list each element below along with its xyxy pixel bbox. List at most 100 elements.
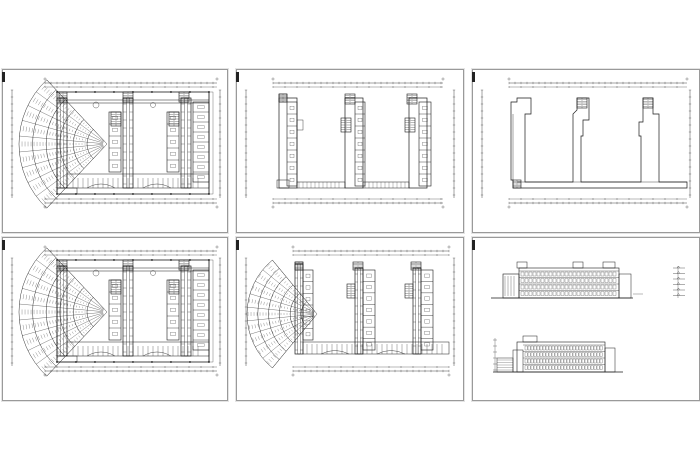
drawing-line: [296, 326, 298, 328]
fountain: [150, 270, 156, 276]
drawing-rect: [593, 352, 597, 357]
drawing-line: [43, 196, 48, 201]
drawing-rect: [126, 97, 130, 189]
drawing-line: [48, 176, 51, 181]
drawing-rect: [536, 284, 541, 290]
drawing-line: [52, 132, 54, 136]
drawing-line: [43, 298, 45, 303]
drawing-line: [78, 118, 81, 121]
drawing-rect: [539, 358, 543, 364]
drawing-line: [247, 314, 314, 321]
drawing-line: [52, 330, 54, 335]
drawing-rect: [536, 271, 541, 277]
drawing-rect: [554, 358, 558, 364]
drawing-line: [40, 117, 43, 122]
drawing-line: [258, 274, 261, 278]
drawing-rect: [424, 285, 430, 289]
drawing-rect: [516, 261, 528, 269]
drawing-line: [60, 270, 63, 273]
drawing-rect: [604, 347, 616, 373]
drawing-line: [281, 279, 285, 282]
drawing-rect: [357, 267, 361, 355]
drawing-sheet-1[interactable]: [2, 69, 228, 233]
drawing-rect: [596, 284, 601, 290]
drawing-line: [72, 290, 74, 293]
drawing-line: [35, 352, 39, 357]
drawing-line: [58, 151, 60, 155]
drawing-line: [278, 337, 281, 341]
drawing-line: [90, 296, 92, 298]
axis-bubble: [507, 77, 511, 81]
drawing-line: [263, 290, 266, 294]
drawing-line: [77, 293, 79, 296]
drawing-rect: [576, 284, 581, 290]
drawing-line: [56, 340, 59, 344]
drawing-line: [80, 153, 82, 155]
drawing-sheet-5[interactable]: [236, 237, 464, 401]
drawing-line: [254, 299, 256, 304]
drawing-sheet-2[interactable]: [236, 69, 464, 233]
drawing-rect: [572, 284, 577, 290]
drawing-rect: [122, 265, 134, 357]
drawing-line: [32, 281, 35, 287]
drawing-line: [32, 185, 36, 191]
drawing-line: [249, 314, 314, 335]
drawing-line: [37, 322, 39, 327]
drawing-sheet-6[interactable]: [472, 237, 700, 401]
drawing-rect: [566, 352, 570, 357]
drawing-line: [286, 283, 289, 286]
drawing-line: [87, 322, 89, 325]
drawing-line: [41, 253, 46, 258]
drawing-line: [77, 322, 79, 324]
drawing-rect: [596, 358, 600, 364]
drawing-rect: [415, 267, 419, 355]
drawing-rect: [588, 278, 593, 283]
drawing-line: [262, 315, 315, 359]
drawing-rect: [366, 331, 372, 335]
drawing-sheet-3[interactable]: [472, 69, 700, 233]
drawing-line: [277, 328, 279, 332]
drawing-line: [272, 303, 274, 307]
drawing-line: [277, 296, 279, 300]
drawing-line: [272, 321, 274, 325]
drawing-line: [34, 296, 36, 302]
drawing-line: [49, 163, 51, 168]
drawing-rect: [278, 97, 298, 189]
drawing-line: [46, 131, 48, 135]
drawing-line: [46, 247, 108, 313]
drawing-rect: [197, 283, 205, 287]
drawing-line: [41, 198, 46, 203]
drawing-line: [268, 280, 271, 284]
drawing-line: [284, 281, 287, 284]
drawing-rect: [608, 291, 613, 296]
fan-arc: [257, 268, 280, 360]
drawing-rect: [560, 352, 564, 357]
drawing-line: [35, 114, 37, 120]
drawing-line: [57, 184, 61, 188]
drawing-rect: [581, 365, 585, 370]
drawing-rect: [366, 308, 372, 312]
drawing-line: [271, 342, 274, 346]
plan-drawing-1: [10, 77, 222, 209]
drawing-line: [48, 360, 52, 365]
drawing-rect: [112, 152, 118, 156]
drawing-line: [43, 153, 45, 158]
drawing-line: [263, 334, 266, 338]
drawing-line: [248, 325, 250, 330]
fountain: [92, 101, 100, 109]
drawing-rect: [575, 358, 579, 364]
drawing-rect: [584, 278, 589, 283]
drawing-rect: [533, 345, 537, 351]
drawing-line: [56, 172, 59, 176]
drawing-line: [31, 128, 33, 133]
drawing-rect: [170, 320, 176, 324]
drawing-line: [55, 97, 59, 102]
drawing-line: [72, 331, 74, 334]
drawing-line: [271, 282, 274, 286]
drawing-line: [58, 301, 60, 305]
fan-arc: [32, 257, 57, 367]
drawing-line: [48, 91, 52, 96]
drawing-line: [80, 133, 82, 135]
drawing-line: [77, 160, 79, 163]
drawing-sheet-4[interactable]: [2, 237, 228, 401]
